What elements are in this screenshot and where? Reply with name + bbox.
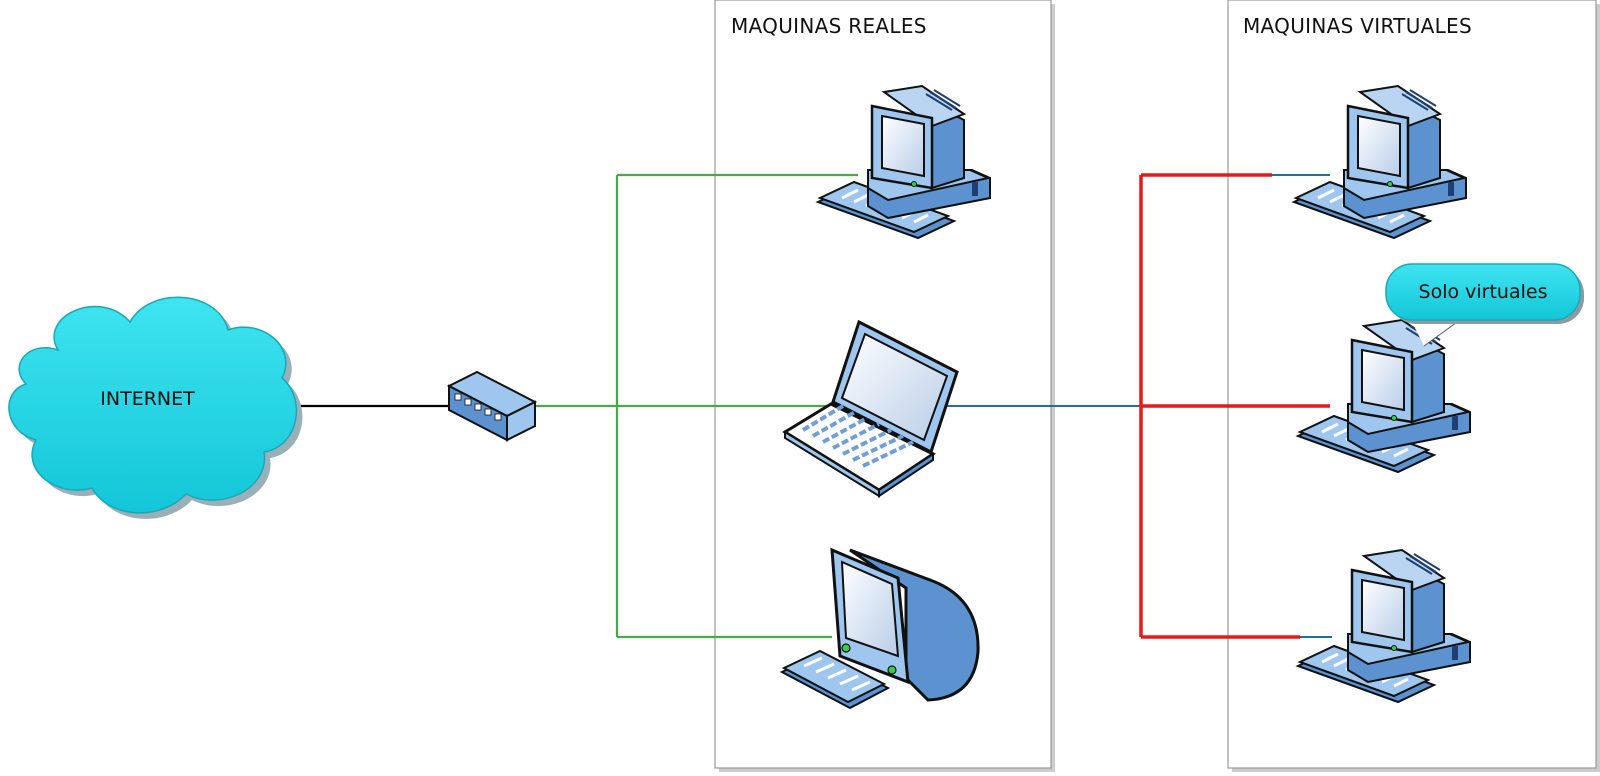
callout-bubble xyxy=(1385,263,1584,347)
callout-label: Solo virtuales xyxy=(1418,281,1548,303)
virtual-machines-title: MAQUINAS VIRTUALES xyxy=(1243,14,1472,38)
internet-cloud-icon xyxy=(8,296,303,519)
bridge-links xyxy=(946,174,1332,638)
network-switch-icon xyxy=(448,371,536,441)
real-machines-title: MAQUINAS REALES xyxy=(731,14,927,38)
internet-label: INTERNET xyxy=(100,388,195,410)
virtual-network-lines xyxy=(1139,173,1330,639)
